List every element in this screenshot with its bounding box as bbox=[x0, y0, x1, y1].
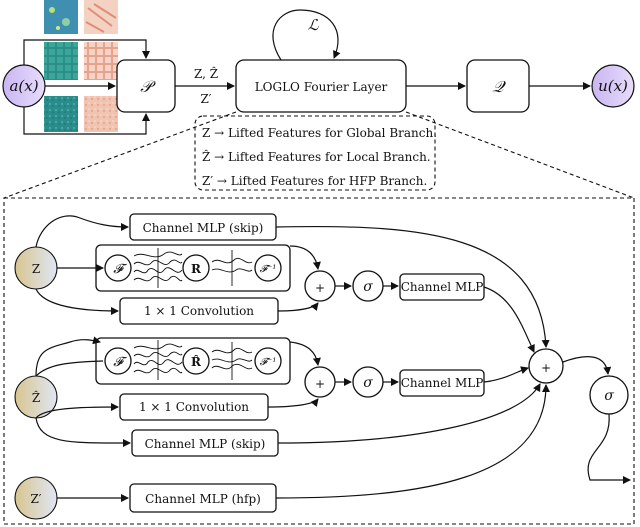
final-sigma-label: σ bbox=[604, 388, 614, 404]
output-node bbox=[591, 64, 635, 108]
legend-hfp: Z′ → Lifted Features for HFP Branch. bbox=[202, 174, 427, 188]
spectrum-wave-4 bbox=[211, 342, 253, 380]
channel-mlp-box-2 bbox=[399, 369, 485, 397]
features-label-top: Z, Ẑ bbox=[194, 66, 218, 81]
sigma-label-1: σ bbox=[363, 279, 373, 295]
loglo-fourier-layer-label: LOGLO Fourier Layer bbox=[255, 80, 388, 94]
r-local-label: R̂ bbox=[191, 354, 202, 369]
spectrum-wave-3 bbox=[133, 340, 183, 380]
z-label: Z bbox=[32, 262, 40, 276]
fft-node-2 bbox=[104, 347, 132, 375]
output-label: u(x) bbox=[598, 77, 628, 95]
channel-mlp-skip-label-1: Channel MLP (skip) bbox=[143, 221, 264, 235]
channel-mlp-label-1: Channel MLP bbox=[401, 280, 484, 294]
thumbnail-bottom-left bbox=[44, 96, 78, 132]
legend-box bbox=[194, 115, 436, 191]
features-label-bottom: Z′ bbox=[200, 92, 211, 106]
ifft-label-2: 𝓕⁻¹ bbox=[260, 357, 277, 368]
zhat-label: Ẑ bbox=[32, 390, 40, 405]
thumbnail-mid-right bbox=[84, 42, 118, 80]
sum-label-2: + bbox=[315, 377, 325, 391]
ifft-node-1 bbox=[254, 254, 282, 282]
zprime-label: Z′ bbox=[30, 492, 41, 506]
detail-wires bbox=[35, 215, 631, 502]
channel-mlp-hfp-label: Channel MLP (hfp) bbox=[145, 492, 261, 506]
legend-global: Z → Lifted Features for Global Branch. bbox=[202, 126, 437, 140]
spectrum-wave-1 bbox=[133, 248, 183, 288]
conv-1x1-label-2: 1 × 1 Convolution bbox=[139, 400, 249, 414]
r-global-node bbox=[182, 254, 210, 282]
thumbnail-bottom-right bbox=[84, 96, 118, 132]
ifft-node-2 bbox=[254, 347, 282, 375]
thumbnail-top-left bbox=[44, 0, 78, 34]
r-global-label: R bbox=[191, 262, 202, 276]
channel-mlp-skip-label-2: Channel MLP (skip) bbox=[145, 437, 266, 451]
final-sum-node bbox=[528, 348, 564, 384]
fft-node-1 bbox=[104, 254, 132, 282]
detail-panel bbox=[3, 197, 635, 525]
sample-thumbnails bbox=[44, 0, 118, 132]
loss-label: ℒ bbox=[308, 16, 320, 34]
channel-mlp-label-2: Channel MLP bbox=[401, 376, 484, 390]
thumbnail-mid-left bbox=[44, 42, 78, 80]
conv-1x1-label-1: 1 × 1 Convolution bbox=[144, 304, 254, 318]
sum-label-1: + bbox=[315, 281, 325, 295]
r-local-node bbox=[182, 347, 210, 375]
input-label: a(x) bbox=[9, 77, 38, 95]
spectrum-wave-2 bbox=[211, 250, 253, 286]
ifft-label-1: 𝓕⁻¹ bbox=[260, 264, 277, 275]
spectral-conv-local: 𝓕 R̂ 𝓕⁻¹ bbox=[95, 337, 291, 385]
sigma-label-2: σ bbox=[363, 375, 373, 391]
legend-local: Ẑ → Lifted Features for Local Branch. bbox=[202, 149, 431, 164]
spectral-conv-global: 𝓕 R 𝓕⁻¹ bbox=[95, 244, 291, 292]
projection-operator-label: 𝒬 bbox=[492, 77, 506, 96]
final-sum-label: + bbox=[541, 361, 551, 375]
